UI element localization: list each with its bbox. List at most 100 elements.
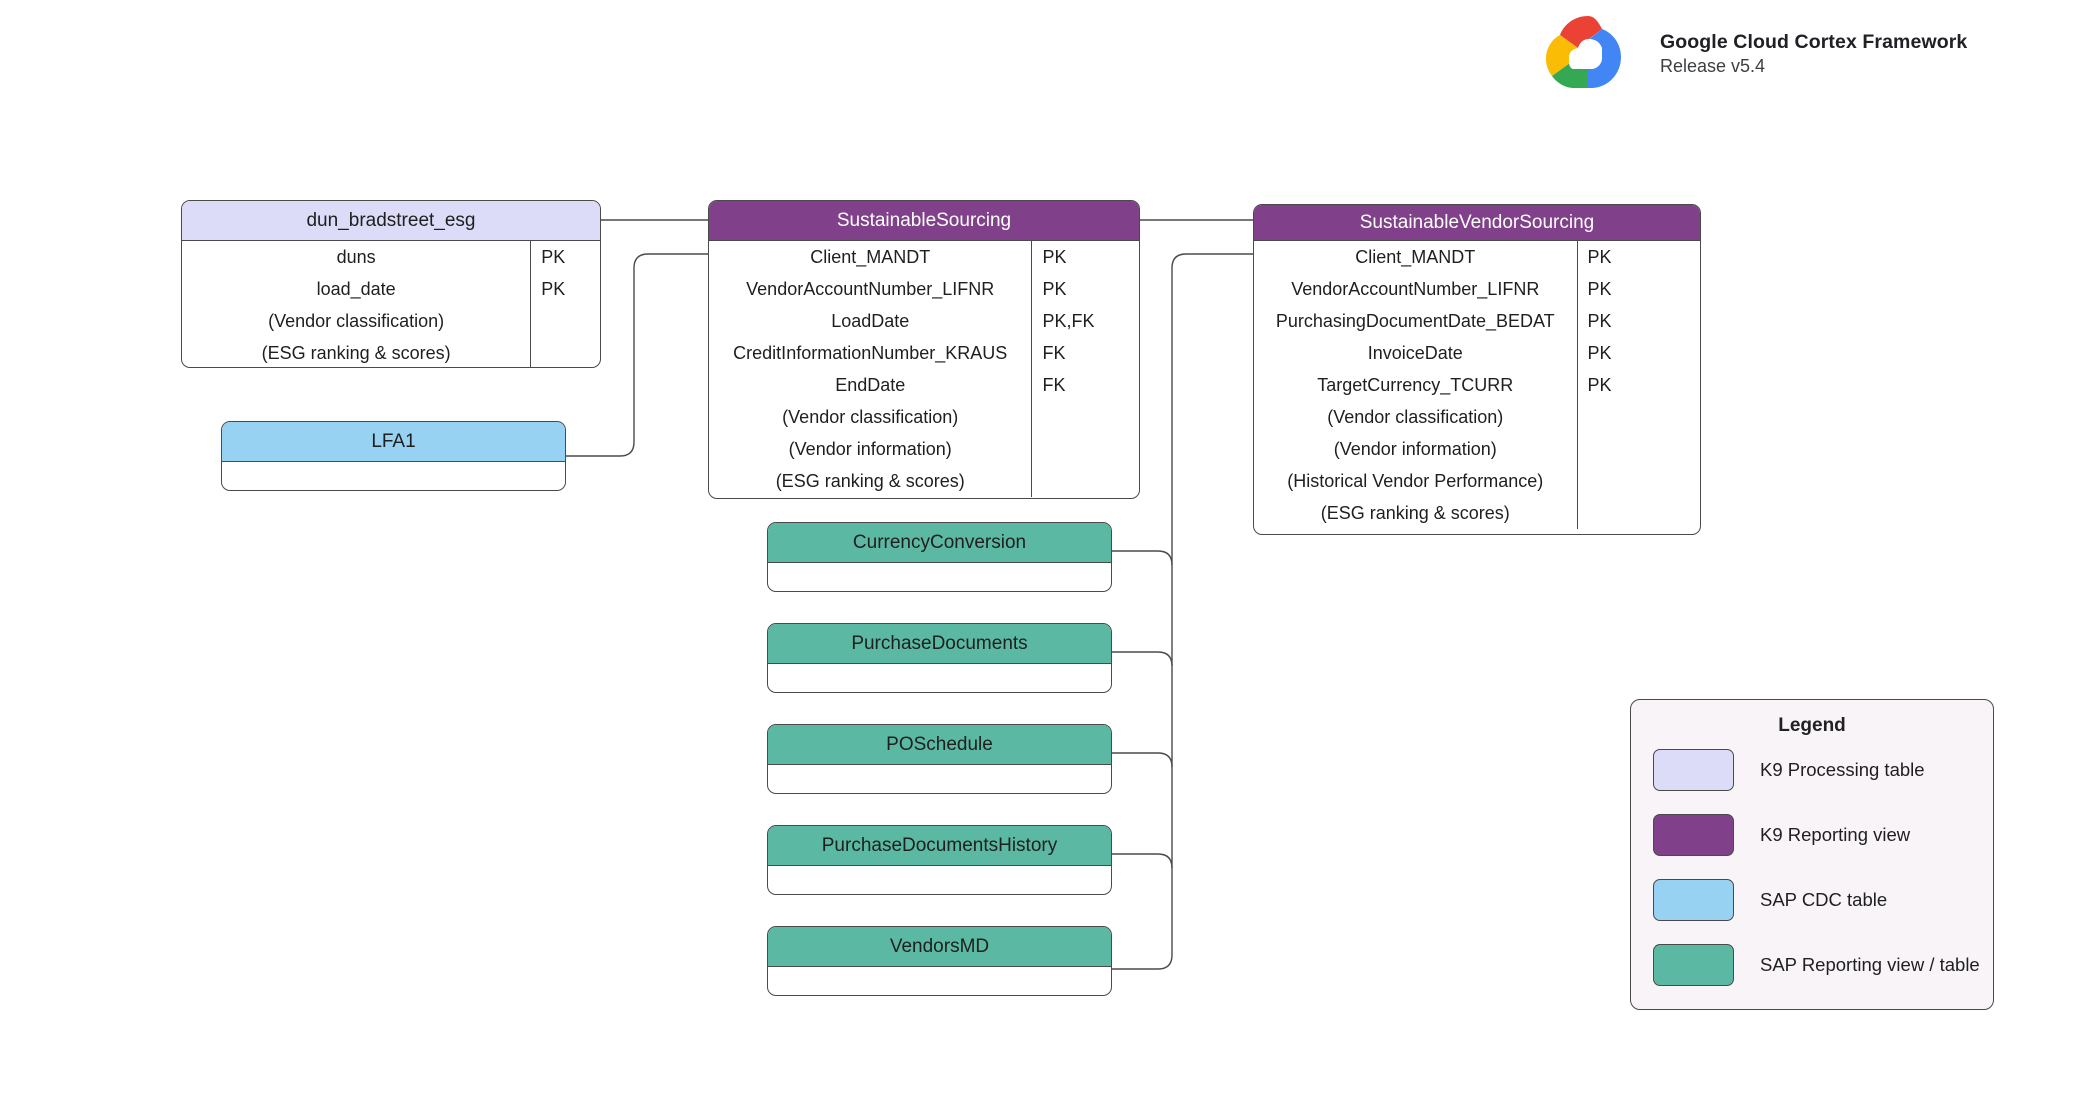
- brand-header: Google Cloud Cortex Framework Release v5…: [1532, 8, 1967, 100]
- brand-release: Release v5.4: [1660, 55, 1766, 76]
- entity-purchasedocuments[interactable]: PurchaseDocuments: [767, 623, 1112, 693]
- entity-lfa1[interactable]: LFA1: [221, 421, 566, 491]
- entity-body-poschedule: [768, 765, 1111, 793]
- entity-body-lfa1: [222, 462, 565, 490]
- entity-currencyconversion[interactable]: CurrencyConversion: [767, 522, 1112, 592]
- field-name: (Vendor information): [788, 438, 952, 459]
- field-name: (Vendor classification): [1327, 406, 1504, 427]
- field-name: PurchasingDocumentDate_BEDAT: [1275, 310, 1555, 331]
- legend-item: K9 Reporting view: [1631, 802, 1993, 867]
- entity-body-purchasedocuments: [768, 664, 1111, 692]
- entity-row: (Vendor classification): [1254, 401, 1700, 433]
- entity-row: duns PK: [182, 241, 600, 273]
- field-key-constraint: [530, 305, 600, 337]
- field-name: duns: [336, 246, 376, 267]
- google-cloud-logo-icon: [1546, 16, 1621, 88]
- field-name: Client_MANDT: [810, 246, 931, 267]
- field-name: Client_MANDT: [1355, 246, 1476, 267]
- field-name: (ESG ranking & scores): [261, 342, 451, 363]
- legend-swatch: [1653, 878, 1734, 921]
- brand-title: Google Cloud Cortex Framework: [1660, 31, 1968, 53]
- field-key-constraint: FK: [1031, 369, 1139, 401]
- field-key-constraint: PK: [1031, 241, 1139, 273]
- entity-row: PurchasingDocumentDate_BEDAT PK: [1254, 305, 1700, 337]
- entity-header-purchasedocumentshistory: PurchaseDocumentsHistory: [768, 826, 1111, 866]
- field-name: (Vendor classification): [268, 310, 445, 331]
- field-key-constraint: [530, 337, 600, 367]
- field-name: (Vendor classification): [782, 406, 959, 427]
- field-name: VendorAccountNumber_LIFNR: [1291, 278, 1540, 299]
- field-key-constraint: [1576, 465, 1700, 497]
- entity-header-sustainablevendorsourcing: SustainableVendorSourcing: [1254, 205, 1700, 241]
- connector-poschedule-trunk: [1112, 752, 1173, 768]
- field-key-constraint: [1031, 433, 1139, 465]
- connector-currencyconversion-trunk: [1112, 550, 1173, 566]
- field-name: LoadDate: [831, 310, 910, 331]
- field-name: VendorAccountNumber_LIFNR: [746, 278, 995, 299]
- entity-body-currencyconversion: [768, 563, 1111, 591]
- entity-row: InvoiceDate PK: [1254, 337, 1700, 369]
- entity-row: VendorAccountNumber_LIFNR PK: [709, 273, 1139, 305]
- legend-label: K9 Processing table: [1760, 758, 1925, 780]
- entity-header-currencyconversion: CurrencyConversion: [768, 523, 1111, 563]
- entity-body-purchasedocumentshistory: [768, 866, 1111, 894]
- entity-row: Client_MANDT PK: [1254, 241, 1700, 273]
- field-name: (ESG ranking & scores): [1320, 502, 1510, 523]
- entity-poschedule[interactable]: POSchedule: [767, 724, 1112, 794]
- field-name: InvoiceDate: [1367, 342, 1463, 363]
- legend-item: SAP Reporting view / table: [1631, 932, 1993, 997]
- legend-item: K9 Processing table: [1631, 737, 1993, 802]
- field-key-constraint: [1576, 401, 1700, 433]
- field-key-constraint: PK: [1031, 273, 1139, 305]
- field-name: EndDate: [835, 374, 906, 395]
- entity-row: (ESG ranking & scores): [1254, 497, 1700, 529]
- legend-swatch: [1653, 748, 1734, 791]
- field-key-constraint: PK: [1576, 369, 1700, 401]
- field-name: (Historical Vendor Performance): [1287, 470, 1544, 491]
- entity-vendorsmd[interactable]: VendorsMD: [767, 926, 1112, 996]
- entity-header-purchasedocuments: PurchaseDocuments: [768, 624, 1111, 664]
- legend-label: SAP CDC table: [1760, 888, 1888, 910]
- field-key-constraint: [1031, 465, 1139, 497]
- entity-row: (Vendor information): [1254, 433, 1700, 465]
- field-key-constraint: PK: [1576, 241, 1700, 273]
- entity-row: (Vendor classification): [709, 401, 1139, 433]
- field-key-constraint: PK: [1576, 337, 1700, 369]
- field-key-constraint: [1031, 401, 1139, 433]
- entity-body-vendorsmd: [768, 967, 1111, 995]
- connector-purchasedocumentshistory-trunk: [1112, 853, 1173, 869]
- entity-header-lfa1: LFA1: [222, 422, 565, 462]
- field-key-constraint: FK: [1031, 337, 1139, 369]
- field-name: (Vendor information): [1333, 438, 1497, 459]
- field-name: TargetCurrency_TCURR: [1317, 374, 1514, 395]
- field-key-constraint: PK: [530, 273, 600, 305]
- connector-purchasedocuments-trunk: [1112, 651, 1173, 667]
- field-name: load_date: [316, 278, 396, 299]
- entity-purchasedocumentshistory[interactable]: PurchaseDocumentsHistory: [767, 825, 1112, 895]
- field-key-constraint: PK: [530, 241, 600, 273]
- legend-label: SAP Reporting view / table: [1760, 953, 1980, 975]
- legend-panel: Legend K9 Processing table K9 Reporting v…: [1630, 699, 1994, 1010]
- legend-label: K9 Reporting view: [1760, 823, 1911, 845]
- field-key-constraint: [1576, 497, 1700, 529]
- entity-body-sustainablesourcing: Client_MANDT PK VendorAccountNumber_LIFNR P…: [709, 241, 1139, 498]
- entity-row: (Vendor classification): [182, 305, 600, 337]
- field-name: (ESG ranking & scores): [775, 470, 965, 491]
- entity-row: Client_MANDT PK: [709, 241, 1139, 273]
- entity-row: (Vendor information): [709, 433, 1139, 465]
- entity-header-sustainablesourcing: SustainableSourcing: [709, 201, 1139, 241]
- legend-swatch: [1653, 943, 1734, 986]
- legend-title: Legend: [1778, 715, 1846, 736]
- legend-swatch: [1653, 813, 1734, 856]
- field-key-constraint: PK: [1576, 305, 1700, 337]
- entity-row: (ESG ranking & scores): [182, 337, 600, 367]
- entity-header-dun_bradstreet_esg: dun_bradstreet_esg: [182, 201, 600, 241]
